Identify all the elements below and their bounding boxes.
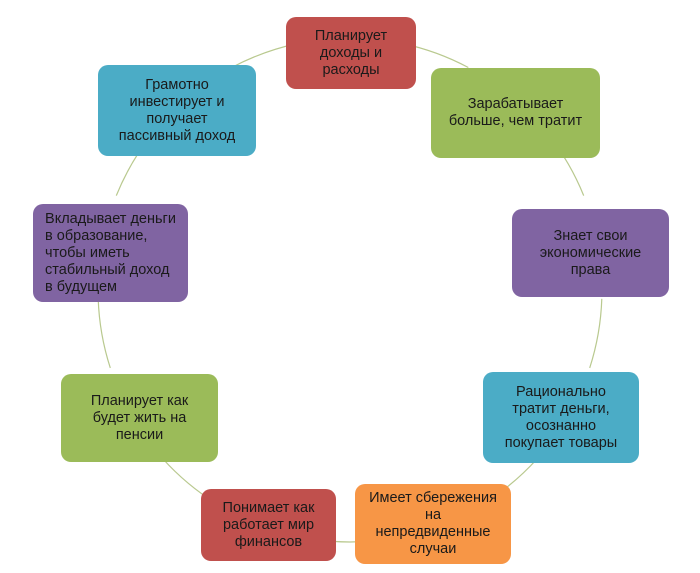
node-label: Знает свои экономические права xyxy=(539,227,642,278)
node-spends-rationally: Рационально тратит деньги, осознанно пок… xyxy=(483,372,639,463)
node-label: Имеет сбережения на непредвиденные случа… xyxy=(369,490,497,557)
node-label: Рационально тратит деньги, осознанно пок… xyxy=(504,383,618,451)
node-label: Зарабатывает больше, чем тратит xyxy=(448,96,583,129)
node-earns-more-than-spends: Зарабатывает больше, чем тратит xyxy=(431,68,600,158)
node-plans-income-expenses: Планирует доходы и расходы xyxy=(286,17,416,89)
node-invests-in-education: Вкладывает деньги в образование, чтобы и… xyxy=(33,204,188,302)
node-label: Планирует доходы и расходы xyxy=(314,27,388,78)
node-label: Планирует как будет жить на пенсии xyxy=(90,392,189,443)
node-label: Грамотно инвестирует и получает пассивны… xyxy=(118,76,236,144)
connector-arc-2 xyxy=(589,298,603,369)
node-understands-finance: Понимает как работает мир финансов xyxy=(201,489,336,561)
node-invests-passive-income: Грамотно инвестирует и получает пассивны… xyxy=(98,65,256,156)
node-label: Понимает как работает мир финансов xyxy=(222,499,315,550)
node-knows-economic-rights: Знает свои экономические права xyxy=(512,209,669,297)
node-has-savings: Имеет сбережения на непредвиденные случа… xyxy=(355,484,511,564)
node-plans-retirement: Планирует как будет жить на пенсии xyxy=(61,374,218,462)
connector-arc-6 xyxy=(97,298,111,369)
node-label: Вкладывает деньги в образование, чтобы и… xyxy=(45,210,176,295)
